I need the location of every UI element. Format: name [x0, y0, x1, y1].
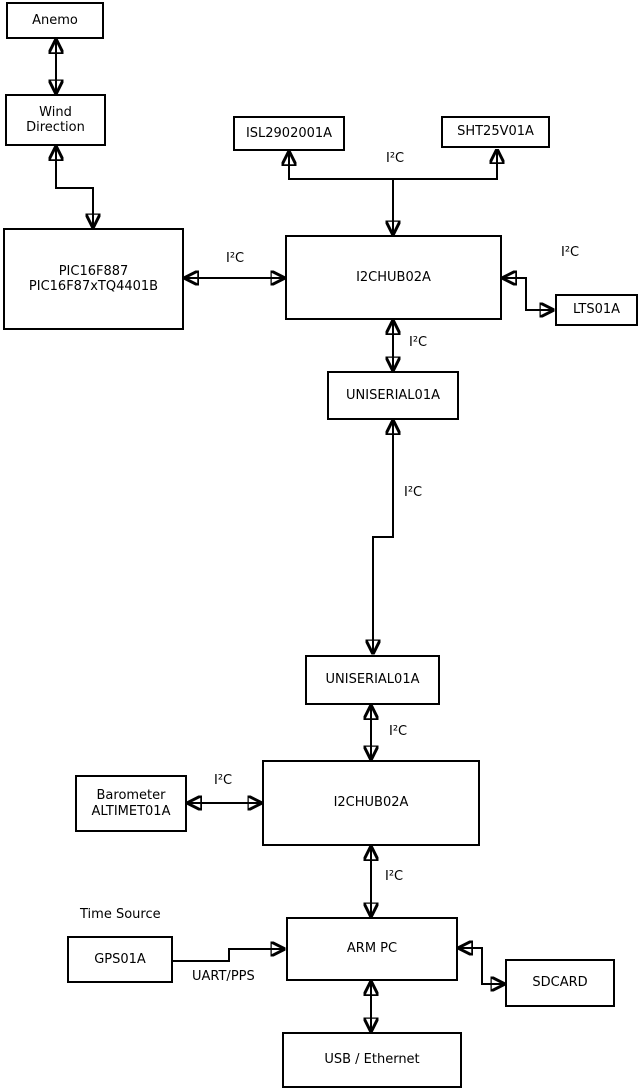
node-uniserial2-label: UNISERIAL01A: [325, 672, 420, 688]
node-gps-label: GPS01A: [94, 951, 146, 967]
node-usb-ethernet: USB / Ethernet: [282, 1032, 462, 1088]
node-gps01a: GPS01A: [67, 936, 173, 983]
label-time-source: Time Source: [80, 907, 161, 922]
node-isl-label: ISL2902001A: [245, 125, 333, 141]
node-armpc-label: ARM PC: [346, 941, 398, 957]
node-pic-microcontroller: PIC16F887 PIC16F87xTQ4401B: [3, 228, 184, 330]
edge-isl-hub1: [289, 153, 393, 233]
edge-label-i2c-hub1-uniserial1: I²C: [409, 335, 428, 350]
node-sdcard: SDCARD: [505, 959, 615, 1007]
node-lts01a: LTS01A: [555, 294, 638, 326]
node-wind-direction: Wind Direction: [5, 94, 106, 146]
node-isl2902001a: ISL2902001A: [233, 116, 345, 151]
node-sht25v01a: SHT25V01A: [441, 116, 550, 148]
edge-hub1-lts: [504, 278, 552, 310]
edge-sht-branch: [393, 151, 497, 180]
node-pic-label: PIC16F887 PIC16F87xTQ4401B: [28, 263, 159, 295]
node-uniserial01a-upper: UNISERIAL01A: [327, 371, 459, 420]
edge-uniserial1-uniserial2: [373, 422, 393, 652]
edge-label-i2c-uniserial-link: I²C: [404, 485, 423, 500]
edge-label-i2c-uniserial2-hub2: I²C: [389, 724, 408, 739]
edge-label-i2c-hub1-lts: I²C: [561, 245, 580, 260]
edge-gps-armpc: [173, 949, 283, 962]
node-hub1-label: I2CHUB02A: [356, 269, 431, 285]
edge-label-i2c-sensors: I²C: [386, 151, 405, 166]
edge-winddirection-pic: [56, 148, 93, 226]
node-uniserial01a-lower: UNISERIAL01A: [305, 655, 440, 705]
node-barometer-altimet01a: Barometer ALTIMET01A: [75, 775, 187, 832]
node-sdcard-label: SDCARD: [532, 975, 588, 991]
edge-label-i2c-hub2-armpc: I²C: [385, 869, 404, 884]
node-uniserial1-label: UNISERIAL01A: [346, 387, 440, 403]
node-i2chub02a-lower: I2CHUB02A: [262, 760, 480, 846]
node-sht-label: SHT25V01A: [457, 124, 534, 140]
node-anemo-label: Anemo: [32, 12, 78, 28]
label-uart-pps: UART/PPS: [192, 969, 255, 984]
edge-label-i2c-barometer-hub2: I²C: [214, 773, 233, 788]
node-hub2-label: I2CHUB02A: [333, 795, 409, 811]
node-arm-pc: ARM PC: [286, 917, 458, 981]
node-barometer-label: Barometer ALTIMET01A: [91, 788, 171, 819]
node-anemo: Anemo: [6, 2, 104, 39]
node-usb-ethernet-label: USB / Ethernet: [324, 1052, 420, 1068]
node-lts-label: LTS01A: [572, 302, 621, 318]
edge-armpc-sdcard: [460, 948, 503, 984]
node-wind-direction-label: Wind Direction: [26, 104, 85, 136]
node-i2chub02a-upper: I2CHUB02A: [285, 235, 502, 320]
edge-label-i2c-pic-hub1: I²C: [226, 251, 245, 266]
